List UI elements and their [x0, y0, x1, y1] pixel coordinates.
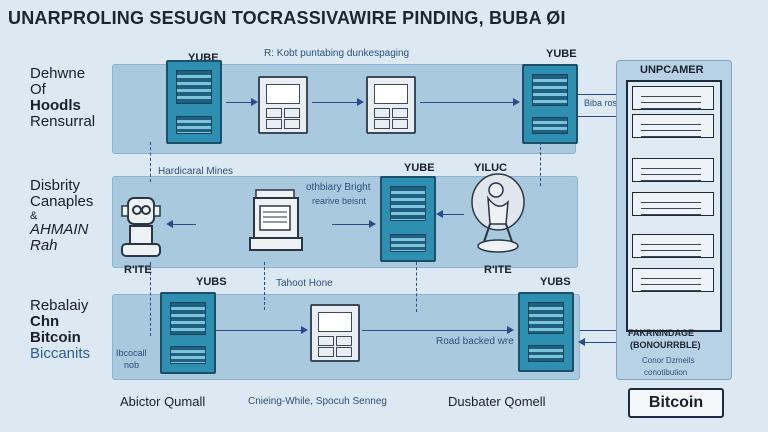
- row1-server-tag-right: YUBE: [546, 48, 577, 60]
- row2-arrow-left: [436, 210, 464, 218]
- row3-from-panel-arrow: [578, 338, 624, 346]
- robot-miner-icon: [121, 197, 161, 257]
- left-label-line: &: [30, 210, 38, 222]
- row2-center-tag: YUBE: [404, 162, 435, 174]
- row2-server-center: [380, 176, 436, 262]
- row3-server-tag-left: YUBS: [196, 276, 227, 288]
- row2-note-line1: othbiary Bright: [306, 182, 371, 193]
- row3-server-right: [518, 292, 574, 372]
- left-label-line: Chn: [30, 313, 60, 330]
- connector-2: [150, 262, 151, 336]
- row3-left-note2: nob: [124, 360, 140, 370]
- row2-right-tag: YILUC: [474, 162, 507, 174]
- row1-device-2: [366, 76, 416, 134]
- row1-arrow-c: [420, 98, 520, 106]
- panel-caption1: Conor Dzmeils: [642, 356, 695, 365]
- left-label-line: Rebalaiy: [30, 297, 89, 314]
- row1-caption: R: Kobt puntabing dunkespaging: [264, 48, 410, 59]
- panel-bottom-line2: (BONOURRBLE): [630, 340, 701, 350]
- left-label-line: Bitcoin: [30, 329, 81, 346]
- panel-item-6: [632, 268, 714, 292]
- row3-device: [310, 304, 360, 362]
- footer-left: Abictor Qumall: [120, 394, 206, 409]
- left-label-group1: Dehwne Of Hoodls Rensurral: [30, 66, 95, 130]
- left-label-line: Of: [30, 81, 46, 98]
- left-label-line: Biccanits: [30, 345, 91, 362]
- row2-note-line2: rearive beisnt: [312, 196, 367, 206]
- panel-header: UNPCAMER: [640, 64, 704, 76]
- panel-caption2: conotibution: [644, 368, 688, 377]
- connector-4: [416, 262, 417, 312]
- row2-arrow-robot: [166, 220, 196, 228]
- panel-item-5: [632, 234, 714, 258]
- connector-1: [150, 142, 151, 182]
- row1-server-left: [166, 60, 222, 144]
- left-label-line: Dehwne: [30, 65, 86, 82]
- row2-caption: Hardicaral Mines: [158, 166, 234, 177]
- left-label-line: Canaples: [30, 193, 94, 210]
- row3-arrow-b: [362, 326, 514, 334]
- panel-item-3: [632, 158, 714, 182]
- panel-item-1: [632, 86, 714, 110]
- terminal-machine-icon: [249, 189, 303, 251]
- row1-arrow-b: [312, 98, 364, 106]
- row3-server-tag-right: YUBS: [540, 276, 571, 288]
- left-label-group2: Disbrity Canaples & AHMAIN Rah: [30, 178, 93, 254]
- bitcoin-badge: Bitcoin: [628, 388, 724, 418]
- left-label-group3: Rebalaiy Chn Bitcoin Biccanits: [30, 298, 90, 362]
- row3-caption-top: Tahoot Hone: [276, 278, 333, 289]
- panel-item-4: [632, 192, 714, 216]
- row3-server-left: [160, 292, 216, 374]
- row1-side-note: Biba rostasied: [584, 98, 642, 108]
- row3-caption-right: Road backed wre: [436, 336, 514, 347]
- robot-worker-icon: [471, 173, 525, 253]
- left-label-line: AHMAIN: [30, 221, 89, 238]
- left-label-line: Hoodls: [30, 97, 81, 114]
- row1-device-1: [258, 76, 308, 134]
- row3-tag-right: R'ITE: [484, 264, 512, 276]
- row1-arrow-a: [226, 98, 258, 106]
- row2-arrow-mid: [332, 220, 376, 228]
- left-label-line: Disbrity: [30, 177, 81, 194]
- connector-3: [264, 262, 265, 310]
- connector-5: [540, 142, 541, 186]
- panel-item-2: [632, 114, 714, 138]
- footer-center: Cnieing-While, Spocuh Senneg: [248, 396, 387, 407]
- diagram-title: UNARPROLING SESUGN TOCRASSIVAWIRE PINDIN…: [8, 8, 566, 28]
- left-label-line: Rah: [30, 237, 58, 254]
- row3-arrow-a: [216, 326, 308, 334]
- row1-server-right: [522, 64, 578, 144]
- footer-right: Dusbater Qomell: [448, 394, 546, 409]
- row3-left-note: Ibcocall: [116, 348, 147, 358]
- left-label-line: Rensurral: [30, 113, 96, 130]
- row3-tag-left: R'ITE: [124, 264, 152, 276]
- panel-bottom-line1: FAKRNINDAGE: [628, 328, 695, 338]
